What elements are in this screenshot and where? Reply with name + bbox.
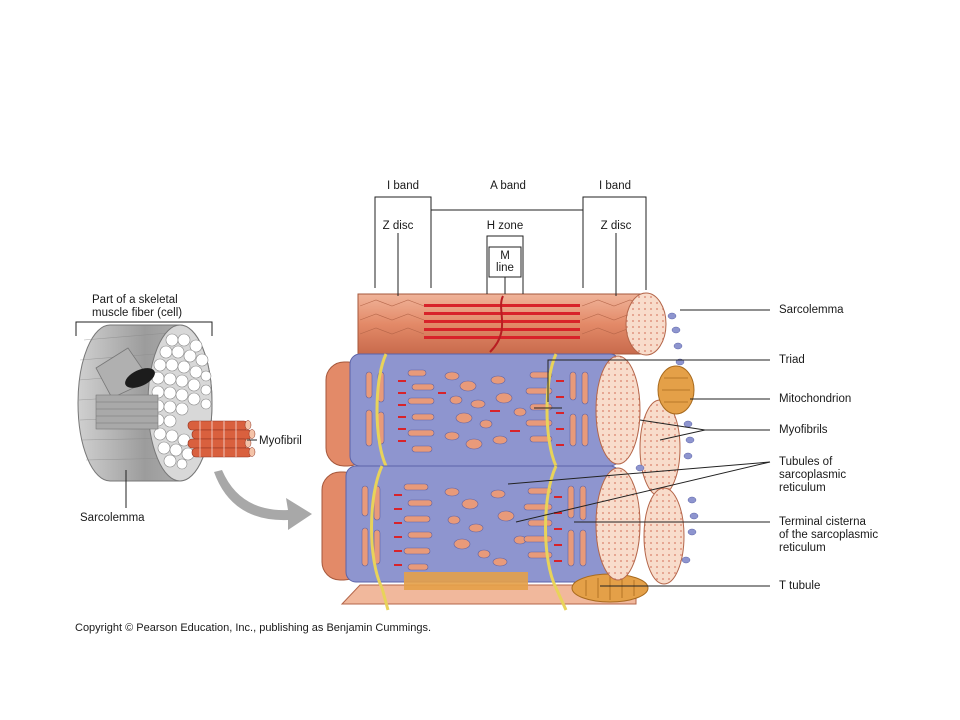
fiber-bracket bbox=[75, 321, 213, 336]
myofibrils-leader-1 bbox=[639, 419, 706, 431]
h-zone-label: H zone bbox=[486, 220, 524, 232]
myofibril-cross-sections bbox=[151, 333, 212, 470]
tubules-sr-label: Tubules of sarcoplasmic reticulum bbox=[779, 456, 847, 494]
tubules-leader-2 bbox=[515, 461, 771, 523]
fiber-caption: Part of a skeletal muscle fiber (cell) bbox=[92, 294, 183, 319]
h-zone-bracket bbox=[486, 235, 524, 294]
myofibril-label: Myofibril bbox=[259, 435, 302, 447]
copyright-text: Copyright © Pearson Education, Inc., pub… bbox=[75, 622, 432, 634]
a-band-filaments-mid bbox=[398, 380, 564, 446]
triad-label: Triad bbox=[779, 354, 805, 366]
i-band-left-bracket bbox=[374, 196, 432, 210]
triad-leader bbox=[547, 359, 770, 402]
m-line-box bbox=[488, 246, 522, 278]
a-band-label: A band bbox=[490, 180, 526, 192]
mitochondrion-label: Mitochondrion bbox=[779, 393, 852, 405]
t-tubule-label: T tubule bbox=[779, 580, 821, 592]
myofibril-end-caps bbox=[595, 355, 685, 585]
myofibril-block bbox=[321, 292, 699, 611]
t-tubule-ring-left-bottom bbox=[370, 465, 390, 611]
t-tubule-ring-right-bottom bbox=[544, 465, 568, 611]
myofibril-bundle bbox=[187, 420, 256, 458]
sarcolemma-left-label: Sarcolemma bbox=[80, 512, 145, 524]
m-line-label: M line bbox=[496, 250, 514, 274]
t-tubule-ring-right-top bbox=[545, 353, 558, 467]
myofibrils-leader-2 bbox=[659, 429, 706, 441]
sarcolemma-right-label: Sarcolemma bbox=[779, 304, 844, 316]
z-disc-left-label: Z disc bbox=[382, 220, 414, 232]
z-disc-right-label: Z disc bbox=[600, 220, 632, 232]
i-band-left-label: I band bbox=[387, 180, 419, 192]
myofibrils-label: Myofibrils bbox=[779, 424, 828, 436]
a-band-filaments-bottom bbox=[394, 494, 562, 566]
i-band-right-bracket bbox=[582, 196, 647, 210]
terminal-cisterna-label: Terminal cisterna of the sarcoplasmic re… bbox=[779, 516, 879, 554]
i-band-right-label: I band bbox=[599, 180, 631, 192]
a-band-bracket bbox=[430, 197, 584, 211]
m-line-mark bbox=[489, 295, 504, 353]
tubules-leader-1 bbox=[507, 461, 771, 485]
muscle-fiber-segment bbox=[77, 324, 213, 482]
t-tubule-ring-left-top bbox=[375, 353, 388, 467]
zoom-arrow-icon bbox=[214, 470, 312, 530]
